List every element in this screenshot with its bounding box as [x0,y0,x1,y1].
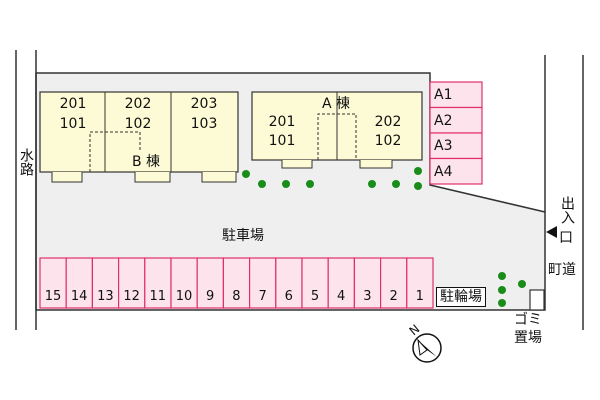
reserved-space-label: A4 [434,164,453,180]
parking-space [327,257,356,309]
parking-space-number: 1 [415,289,424,304]
parking-space [39,257,67,309]
parking-space [406,257,434,309]
garbage-area [529,289,545,311]
reserved-space [429,81,483,109]
parking-space-number: 14 [70,289,88,304]
building-b-body [39,91,239,173]
building-a-name: A 棟 [322,96,351,112]
parking-space [380,257,408,309]
tree-icon [242,170,250,178]
parking-space-number: 7 [258,289,267,304]
parking-space-number: 11 [149,289,167,304]
building-b-unit3-upper: 203 [190,96,218,112]
parking-space [301,257,329,309]
parking-space [117,257,146,309]
tree-icon [306,180,314,188]
building-a [251,91,423,169]
building-b-unit1-upper: 201 [59,96,87,112]
building-a-unit1-upper: 201 [268,114,296,130]
reserved-space-label: A1 [434,87,453,103]
parking-spaces [39,257,434,309]
parking-space-number: 10 [175,289,193,304]
tree-icon [282,180,290,188]
reserved-space-label: A3 [434,138,453,154]
building-b-name: B 棟 [132,154,161,170]
parking-lot-label: 駐車場 [222,228,264,244]
reserved-space [429,106,483,134]
building-b-unit2-upper: 202 [124,96,152,112]
parking-space-number: 15 [44,289,62,304]
garbage-label-line2: 置場 [514,330,542,346]
building-a-unit2-upper: 202 [374,114,402,130]
tree-icon [414,167,422,175]
tree-icon [258,180,266,188]
parking-space-number: 6 [284,289,293,304]
building-a-unit2-lower: 102 [374,133,402,149]
tree-icon [414,182,422,190]
building-b-unit2-lower: 102 [124,116,152,132]
reserved-space [429,157,483,185]
tree-icon [498,299,506,307]
building-b [39,91,239,183]
building-b-unit1-lower: 101 [59,116,87,132]
parking-space-number: 2 [389,289,398,304]
parking-space [91,257,120,309]
reserved-space [429,132,483,160]
parking-space [275,257,303,309]
parking-space [170,257,198,309]
parking-space [65,257,93,309]
parking-space-number: 8 [232,289,241,304]
entrance-arrow-icon [546,226,557,238]
parking-space-number: 9 [206,289,215,304]
town-road-label: 町道 [548,262,576,278]
tree-icon [368,180,376,188]
entrance-label-line2: 口 [559,230,573,246]
parking-space [353,257,382,309]
parking-space [196,257,224,309]
entrance-label-line1: 出入 [559,196,575,224]
tree-icon [518,280,526,288]
parking-space [144,257,172,309]
parking-space-number: 4 [337,289,346,304]
tree-icon [392,180,400,188]
parking-space-number: 5 [310,289,320,304]
trees [242,167,526,307]
parking-space-number: 13 [97,289,114,304]
parking-space-number: 12 [123,289,140,304]
reserved-parking [429,81,483,185]
parking-space-number: 3 [363,289,372,304]
waterway-label: 水路 [18,148,34,176]
building-b-unit3-lower: 103 [190,116,218,132]
tree-icon [498,272,506,280]
building-a-unit1-lower: 101 [268,133,296,149]
compass-icon [412,333,442,363]
garbage-label-line1: ゴミ [514,312,542,328]
reserved-space-label: A2 [434,113,453,129]
tree-icon [498,286,506,294]
parking-space [222,257,251,309]
bicycle-parking-label: 駐輪場 [436,287,486,307]
